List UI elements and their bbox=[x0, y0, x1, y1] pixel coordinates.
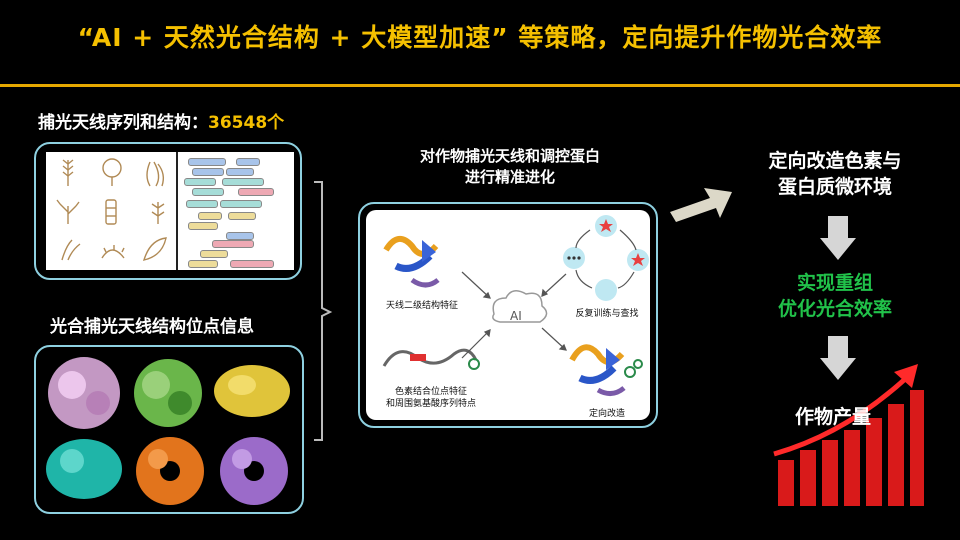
structure-panel bbox=[34, 345, 304, 514]
protein-structure-pink bbox=[48, 357, 120, 429]
title-divider bbox=[0, 84, 960, 87]
caption-pigment: 色素结合位点特征 和周围氨基酸序列特点 bbox=[368, 386, 494, 410]
page-title: “AI + 天然光合结构 + 大模型加速” 等策略，定向提升作物光合效率 bbox=[77, 23, 883, 52]
goal-line2: 蛋白质微环境 bbox=[777, 176, 892, 198]
fern-icon bbox=[151, 202, 165, 224]
caption-directed: 定向改造 bbox=[588, 409, 625, 419]
protein-structures bbox=[46, 357, 290, 505]
center-heading-line2: 进行精准进化 bbox=[464, 168, 555, 186]
growth-bars-icon bbox=[773, 364, 924, 506]
flow-arrows bbox=[461, 271, 567, 359]
protein-ribbon-bottom bbox=[569, 344, 643, 396]
protein-structure-purple bbox=[220, 437, 288, 505]
result-line2: 优化光合效率 bbox=[777, 298, 892, 320]
protein-structure-orange bbox=[136, 437, 204, 505]
caption-training: 反复训练与查找 bbox=[575, 309, 639, 319]
sequence-label-prefix: 捕光天线序列和结构： bbox=[38, 113, 208, 133]
arrow-to-goal-icon bbox=[670, 188, 732, 222]
tree-icon bbox=[102, 158, 122, 186]
wheat-icon bbox=[62, 159, 74, 186]
moss-icon bbox=[101, 245, 125, 259]
seaweed-icon bbox=[146, 161, 165, 187]
sequence-label: 捕光天线序列和结构：36548个 bbox=[38, 108, 284, 133]
ai-label: AI bbox=[510, 309, 522, 323]
algae-icon bbox=[105, 199, 117, 225]
caption-pigment-line1: 色素结合位点特征 bbox=[394, 387, 467, 397]
evolution-card: AI bbox=[366, 210, 650, 420]
evolution-panel: AI bbox=[358, 202, 658, 428]
goal-text: 定向改造色素与 蛋白质微环境 bbox=[730, 148, 940, 200]
gene-map bbox=[182, 156, 290, 268]
caption-pigment-line2: 和周围氨基酸序列特点 bbox=[385, 399, 476, 409]
yield-label: 作物产量 bbox=[794, 406, 871, 428]
result-line1: 实现重组 bbox=[796, 272, 873, 294]
coral-icon bbox=[56, 199, 80, 224]
center-heading: 对作物捕光天线和调控蛋白 进行精准进化 bbox=[360, 146, 660, 188]
sequence-panel bbox=[34, 142, 302, 280]
ai-cloud-icon: AI bbox=[492, 290, 548, 323]
protein-ribbon-top bbox=[383, 236, 440, 288]
plant-icons-grid bbox=[56, 158, 167, 261]
pigment-chain-icon bbox=[382, 348, 480, 370]
training-loop-icon bbox=[563, 215, 649, 301]
protein-structure-green bbox=[134, 359, 202, 427]
protein-structure-yellow bbox=[214, 365, 290, 417]
bracket bbox=[314, 181, 333, 441]
leaf-icon bbox=[142, 237, 167, 261]
evolution-diagram: AI bbox=[382, 215, 649, 396]
goal-line1: 定向改造色素与 bbox=[768, 150, 902, 172]
caption-secondary-structure: 天线二级结构特征 bbox=[385, 301, 458, 311]
grass-icon bbox=[61, 239, 81, 261]
sequence-card bbox=[46, 152, 294, 270]
protein-structure-teal bbox=[46, 439, 122, 499]
down-arrow-icon-2 bbox=[820, 336, 856, 380]
result-text: 实现重组 优化光合效率 bbox=[730, 270, 940, 322]
card-divider bbox=[176, 152, 178, 270]
down-arrow-icon bbox=[820, 216, 856, 260]
center-heading-line1: 对作物捕光天线和调控蛋白 bbox=[419, 147, 600, 165]
sequence-count: 36548个 bbox=[208, 113, 285, 133]
site-label: 光合捕光天线结构位点信息 bbox=[50, 317, 254, 337]
